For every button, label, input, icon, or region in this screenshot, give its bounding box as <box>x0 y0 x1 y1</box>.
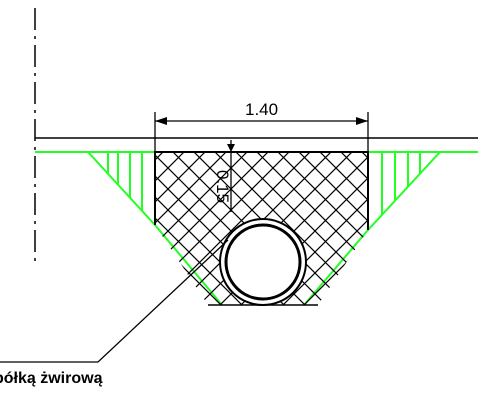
fill-outline <box>154 151 369 230</box>
slope-hatch-left <box>107 152 143 211</box>
depth-dimension <box>227 140 235 212</box>
width-dimension-label: 1.40 <box>245 100 278 119</box>
slope-hatch-right <box>381 152 421 215</box>
width-dimension <box>154 112 369 152</box>
depth-dimension-label: 0.15 <box>213 170 232 203</box>
callout-label: półką żwirową <box>0 370 103 387</box>
callout-leader-line <box>0 239 229 363</box>
pipe-inner <box>224 223 302 301</box>
